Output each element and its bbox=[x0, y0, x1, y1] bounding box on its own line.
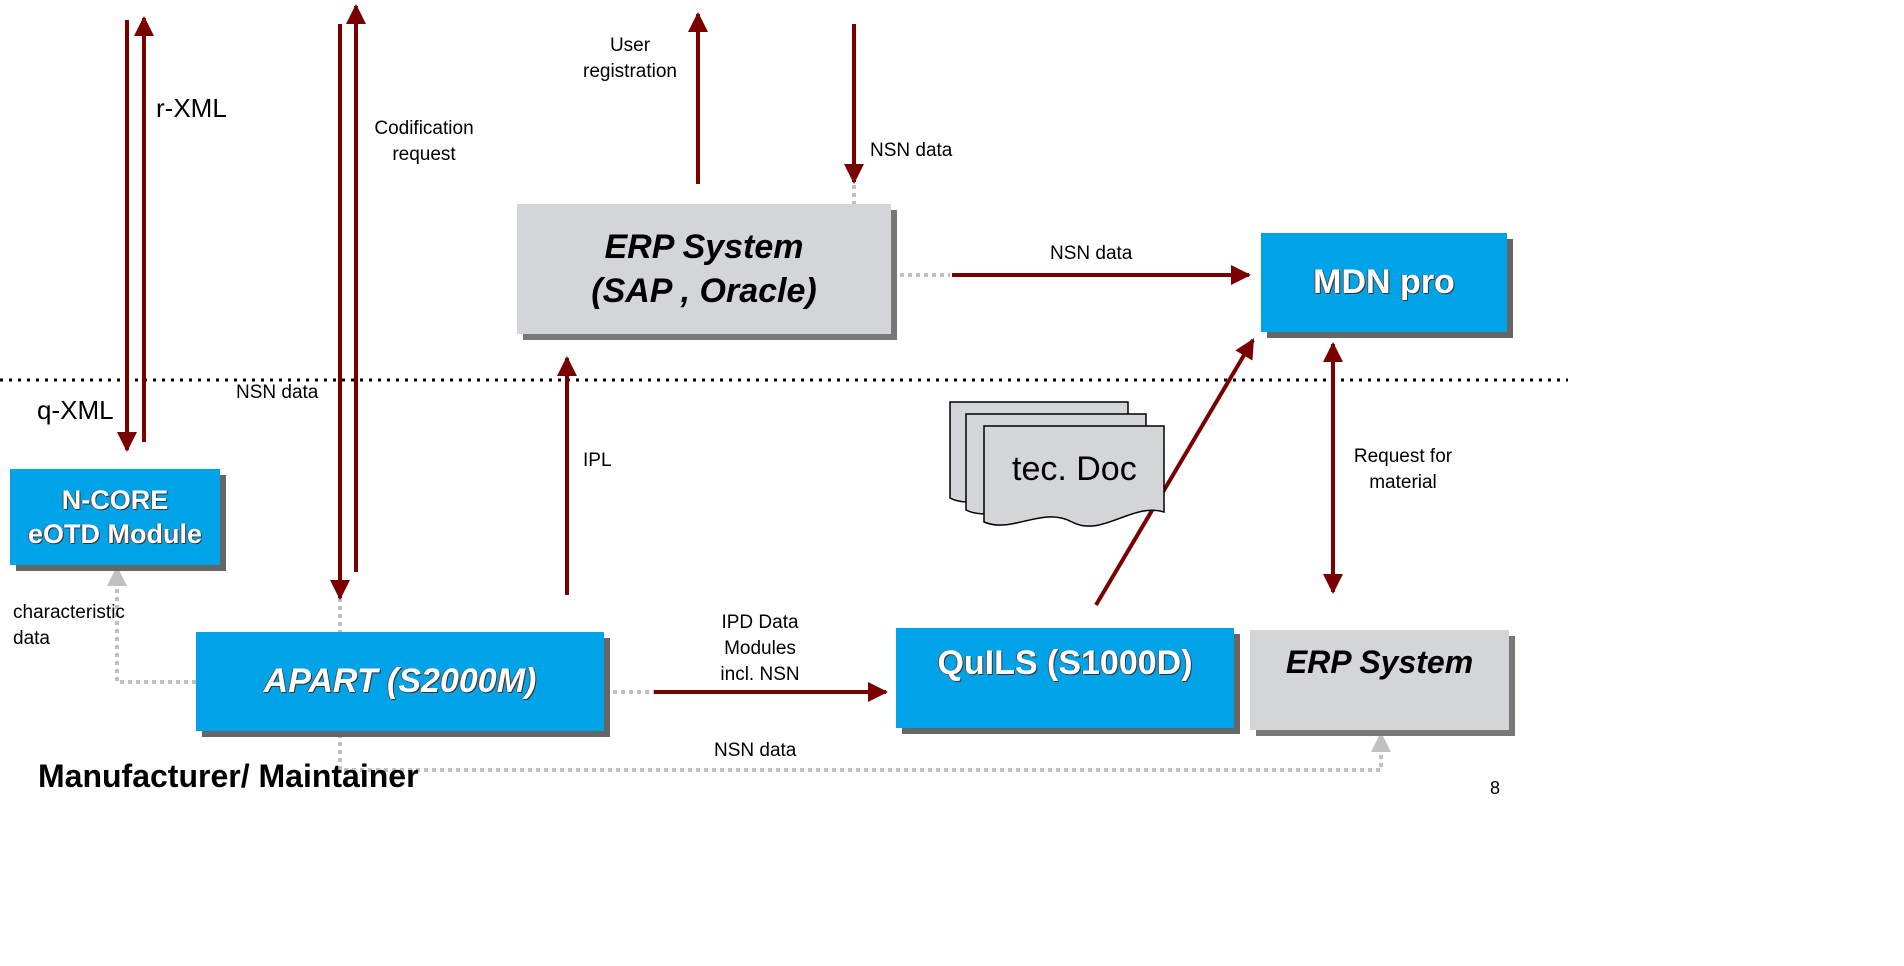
ncore-eotd-box: N-CORE eOTD Module bbox=[10, 469, 220, 565]
codification-line1: Codification bbox=[374, 118, 474, 139]
mdn-pro-label: MDN pro bbox=[1313, 263, 1455, 301]
q-xml-label: q-XML bbox=[37, 395, 114, 425]
ipl-label: IPL bbox=[583, 450, 612, 471]
nsn-data-left-label: NSN data bbox=[236, 382, 319, 403]
apart-label: APART (S2000M) bbox=[263, 662, 537, 700]
diagram: ERP System (SAP , Oracle) MDN pro N-CORE… bbox=[0, 4, 1568, 798]
footer-title: Manufacturer/ Maintainer bbox=[38, 758, 419, 794]
request-line2: material bbox=[1369, 472, 1437, 493]
ipd-line3: incl. NSN bbox=[720, 664, 800, 685]
ncore-line2: eOTD Module bbox=[28, 519, 202, 549]
codification-line2: request bbox=[392, 144, 456, 165]
erp-system-bottom-label: ERP System bbox=[1285, 644, 1474, 680]
erp-system-box-line1: ERP System bbox=[604, 228, 804, 266]
apart-box: APART (S2000M) bbox=[196, 632, 604, 731]
quils-label: QuILS (S1000D) bbox=[937, 644, 1193, 682]
request-for-material-label: Request for material bbox=[1343, 444, 1463, 496]
erp-system-box: ERP System (SAP , Oracle) bbox=[517, 204, 891, 334]
ipd-line2: Modules bbox=[724, 638, 796, 659]
user-reg-line1: User bbox=[609, 35, 651, 56]
characteristic-data-label: characteristic data bbox=[13, 600, 125, 652]
nsn-data-bottom-label: NSN data bbox=[714, 740, 797, 761]
quils-box: QuILS (S1000D) bbox=[896, 628, 1234, 728]
request-line1: Request for bbox=[1353, 446, 1453, 467]
erp-system-bottom-box: ERP System bbox=[1250, 630, 1509, 730]
page-number: 8 bbox=[1490, 778, 1501, 798]
connectors bbox=[0, 4, 1568, 772]
codification-request-label: Codification request bbox=[362, 116, 486, 168]
user-registration-label: User registration bbox=[570, 33, 690, 85]
nsn-data-mdn-label: NSN data bbox=[1050, 243, 1133, 264]
ipd-data-modules-label: IPD Data Modules incl. NSN bbox=[700, 610, 820, 688]
ipd-line1: IPD Data bbox=[721, 612, 799, 633]
user-reg-line2: registration bbox=[583, 61, 677, 82]
characteristic-line1: characteristic bbox=[13, 602, 125, 623]
ncore-line1: N-CORE bbox=[61, 485, 169, 515]
erp-system-box-line2: (SAP , Oracle) bbox=[591, 272, 817, 310]
nsn-data-top-label: NSN data bbox=[870, 140, 953, 161]
arrow-quils-to-mdn bbox=[1094, 338, 1255, 607]
mdn-pro-box: MDN pro bbox=[1261, 233, 1507, 332]
r-xml-label: r-XML bbox=[156, 93, 227, 123]
tec-doc-label: tec. Doc bbox=[1012, 450, 1137, 488]
dotted-apart-to-ncore bbox=[107, 566, 196, 684]
tec-doc-icon bbox=[949, 401, 1165, 527]
characteristic-line2: data bbox=[13, 628, 50, 649]
